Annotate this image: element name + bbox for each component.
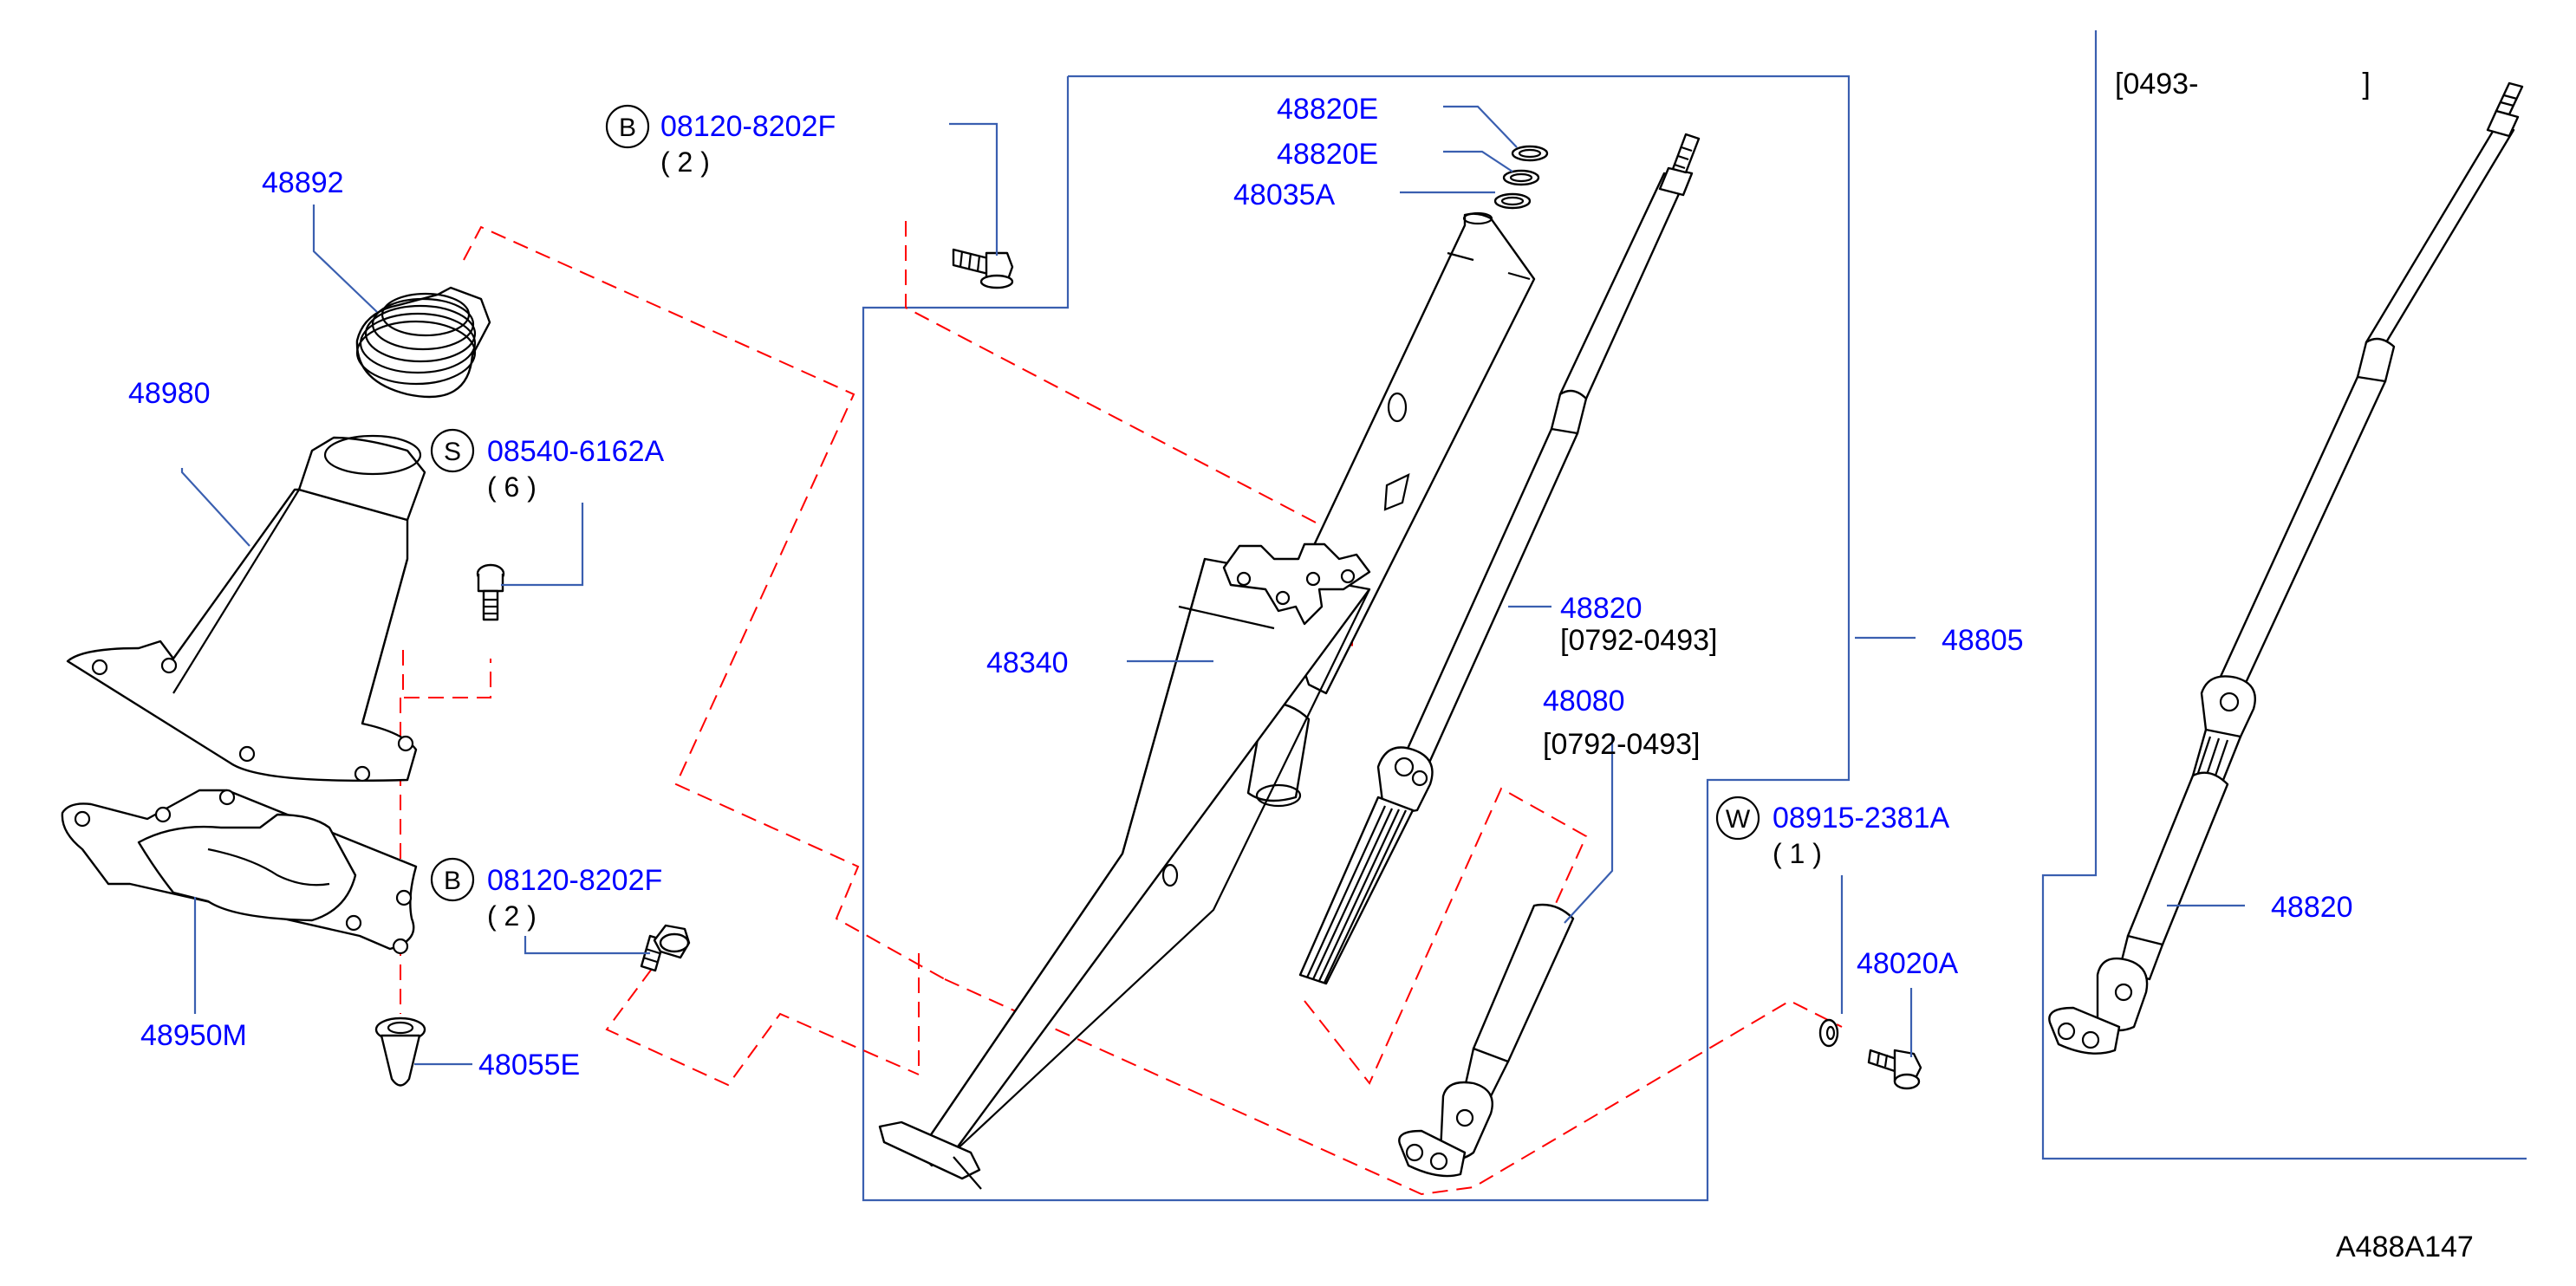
- part-label-48892: 48892: [262, 166, 344, 199]
- part-label-48020A: 48020A: [1857, 947, 1959, 980]
- bolt-48020A-drawing: [1867, 1049, 1922, 1090]
- svg-text:B: B: [444, 867, 461, 895]
- part-label-48820-right: 48820: [2271, 891, 2353, 924]
- assembly-dashed-lines: [400, 221, 1843, 1196]
- note-48080-range: [0792-0493]: [1543, 728, 1701, 761]
- part-label-48340: 48340: [986, 646, 1069, 679]
- shaft-48080-drawing: [1398, 903, 1575, 1178]
- washer-08915-drawing: [1818, 1018, 1839, 1048]
- svg-text:W: W: [1726, 805, 1751, 834]
- part-label-48820E-a: 48820E: [1277, 93, 1378, 126]
- svg-text:B: B: [619, 114, 636, 142]
- part-label-48980: 48980: [128, 377, 211, 410]
- part-label-48805: 48805: [1942, 624, 2024, 657]
- qty-label-08915: ( 1 ): [1773, 838, 1822, 869]
- bolt-08120-lower-drawing: [640, 924, 691, 972]
- bolt-badge-b-top: B: [605, 104, 650, 149]
- screw-08540-drawing: [476, 563, 505, 621]
- cover-48980-drawing: [66, 434, 426, 783]
- leader-lines: [180, 105, 2245, 1066]
- part-label-48055E: 48055E: [478, 1049, 580, 1081]
- part-label-08120-top: 08120-8202F: [660, 110, 836, 143]
- bolt-badge-b-lower: B: [430, 857, 475, 902]
- assembly-48805-frame: [862, 75, 1851, 1202]
- note-48820-range: [0792-0493]: [1560, 624, 1718, 657]
- shaft-48820-right-drawing: [2048, 81, 2524, 1055]
- right-variant-frame: [2041, 30, 2527, 1160]
- part-label-08540: 08540-6162A: [487, 435, 665, 468]
- clip-48055E-drawing: [374, 1016, 426, 1087]
- svg-text:S: S: [444, 438, 461, 466]
- column-48340-drawing: [878, 211, 1536, 1190]
- bolt-08120-top-drawing: [952, 248, 1014, 289]
- qty-label-08120-lower: ( 2 ): [487, 900, 537, 932]
- part-label-08915: 08915-2381A: [1773, 802, 1950, 835]
- bolt-badge-w: W: [1715, 796, 1760, 841]
- shaft-48820-drawing: [1298, 133, 1701, 985]
- part-label-48820: 48820: [1560, 592, 1643, 625]
- boot-48892-drawing: [355, 286, 491, 399]
- bolt-badge-s: S: [430, 428, 475, 473]
- qty-label-08540: ( 6 ): [487, 471, 537, 503]
- note-right-variant-range: [0493- ]: [2115, 68, 2371, 101]
- qty-label-08120-top: ( 2 ): [660, 146, 710, 178]
- part-label-48820E-b: 48820E: [1277, 138, 1378, 171]
- diagram-code: A488A147: [2336, 1231, 2474, 1263]
- part-label-48035A: 48035A: [1233, 179, 1336, 211]
- rings-drawing: [1493, 145, 1549, 210]
- part-label-48080: 48080: [1543, 685, 1625, 718]
- plate-48950M-drawing: [61, 789, 418, 955]
- part-label-48950M: 48950M: [140, 1019, 247, 1052]
- part-label-08120-lower: 08120-8202F: [487, 864, 662, 897]
